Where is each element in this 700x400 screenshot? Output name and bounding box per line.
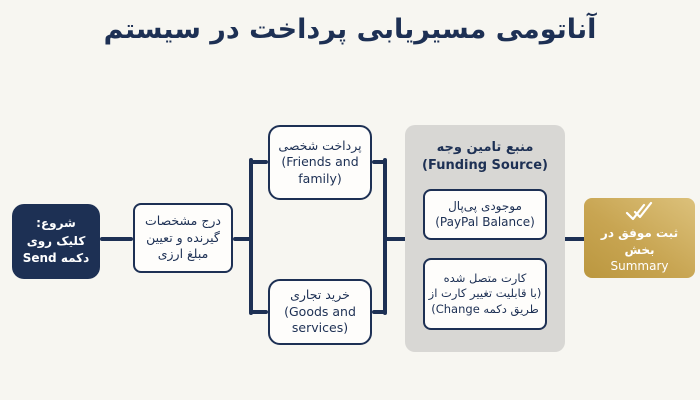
details-line: گیرنده و تعیین bbox=[146, 229, 220, 245]
details-line: درج مشخصات bbox=[145, 213, 221, 229]
connector-funding-to-result bbox=[563, 237, 586, 241]
details-line: مبلغ ارزی bbox=[157, 246, 209, 262]
card-line: (با قابلیت تغییر کارت از bbox=[428, 286, 542, 301]
commercial-line: خرید تجاری bbox=[290, 287, 350, 303]
personal-line: (Friends and bbox=[281, 154, 359, 170]
connector-personal-to-merge bbox=[372, 160, 385, 164]
page-title: آناتومی مسیریابی پرداخت در سیستم bbox=[103, 14, 597, 45]
personal-line: پرداخت شخصی bbox=[278, 137, 362, 153]
commercial-line: (Goods and bbox=[284, 303, 356, 319]
connector-merge-to-funding bbox=[385, 237, 407, 241]
funding-source-group: منبع تامین وجه (Funding Source) موجودی پ… bbox=[405, 125, 565, 352]
connector-split-to-personal bbox=[251, 160, 268, 164]
start-line: کلیک روی bbox=[26, 233, 86, 248]
connector-start-to-details bbox=[100, 237, 133, 241]
connector-details-to-branch bbox=[233, 237, 252, 241]
personal-line: family) bbox=[298, 170, 342, 186]
connector-commercial-to-merge bbox=[372, 310, 385, 314]
card-line: طریق دکمه Change) bbox=[431, 301, 539, 316]
double-check-icon bbox=[625, 201, 652, 220]
funding-source-title: منبع تامین وجه (Funding Source) bbox=[405, 125, 565, 174]
commercial-line: services) bbox=[291, 320, 349, 336]
connector-split-to-commercial bbox=[251, 310, 268, 314]
balance-line: (PayPal Balance) bbox=[435, 214, 535, 229]
commercial-purchase-node: خرید تجاری (Goods and services) bbox=[268, 279, 372, 345]
result-line: ثبت موفق در بخش bbox=[600, 225, 679, 257]
balance-line: موجودی پی‌پال bbox=[448, 198, 522, 213]
start-node: شروع: کلیک روی دکمه Send bbox=[12, 204, 100, 279]
start-line: شروع: bbox=[36, 216, 76, 231]
paypal-balance-node: موجودی پی‌پال (PayPal Balance) bbox=[423, 189, 547, 240]
recipient-details-node: درج مشخصات گیرنده و تعیین مبلغ ارزی bbox=[133, 203, 233, 273]
linked-card-node: کارت متصل شده (با قابلیت تغییر کارت از ط… bbox=[423, 258, 547, 330]
result-line: Summary bbox=[610, 259, 669, 274]
success-result-node: ثبت موفق در بخش Summary bbox=[584, 198, 695, 278]
branch-merge-vertical bbox=[383, 158, 387, 315]
start-line: دکمه Send bbox=[22, 251, 90, 266]
personal-payment-node: پرداخت شخصی (Friends and family) bbox=[268, 125, 372, 200]
card-line: کارت متصل شده bbox=[443, 271, 527, 286]
funding-title-en: (Funding Source) bbox=[422, 157, 548, 173]
branch-split-vertical bbox=[249, 158, 253, 315]
funding-title-fa: منبع تامین وجه bbox=[436, 140, 534, 155]
